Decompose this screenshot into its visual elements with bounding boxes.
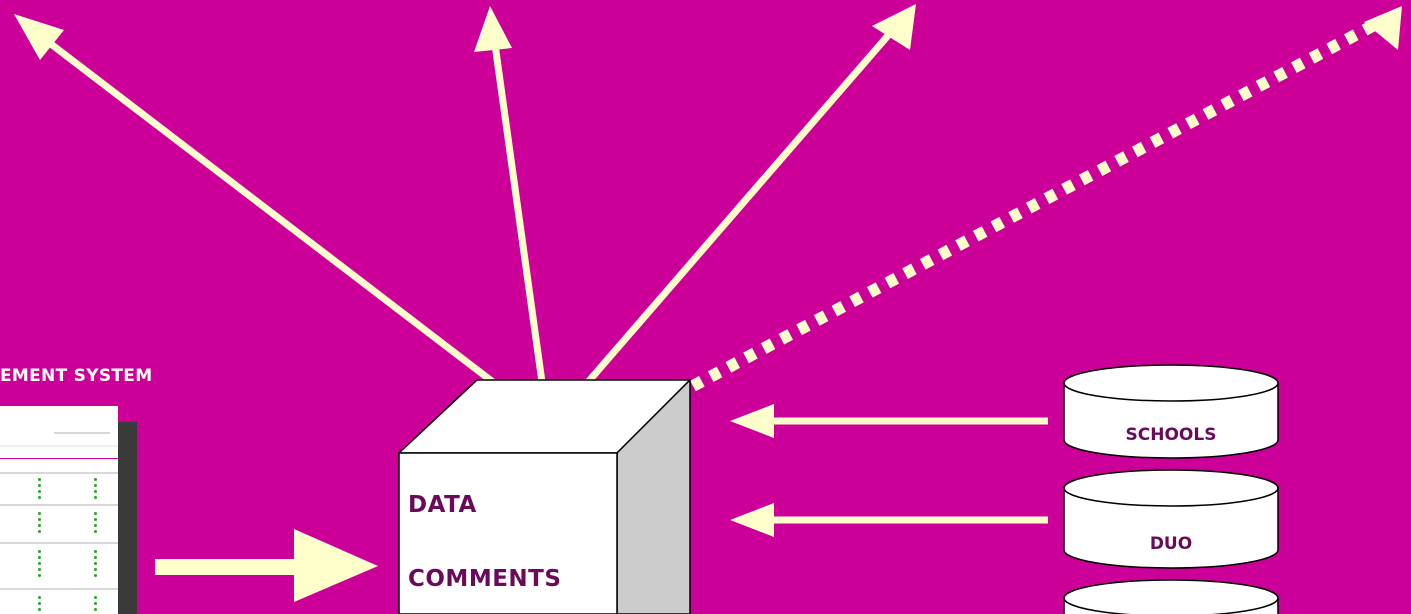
arrow-up-right bbox=[588, 4, 916, 382]
arrow-up-center bbox=[474, 6, 542, 382]
arrow-from-system bbox=[155, 529, 378, 602]
database-label-duo: DUO bbox=[1064, 534, 1278, 554]
arrow-dotted-far-right bbox=[693, 6, 1402, 386]
database-third bbox=[1064, 580, 1278, 614]
arrow-from-duo bbox=[730, 503, 1048, 537]
arrow-from-schools bbox=[730, 404, 1048, 438]
system-title: EMENT SYSTEM bbox=[0, 366, 152, 386]
data-store-label-data: DATA bbox=[408, 492, 477, 518]
system-screenshot-thumbnail bbox=[0, 406, 118, 614]
arrow-up-left bbox=[14, 14, 493, 382]
database-label-schools: SCHOOLS bbox=[1064, 425, 1278, 445]
data-store-label-comments: COMMENTS bbox=[408, 566, 561, 592]
